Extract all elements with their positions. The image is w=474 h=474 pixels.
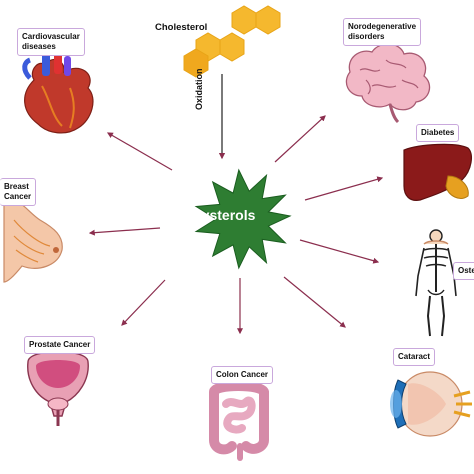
brain-icon (345, 43, 431, 124)
bladder-icon (27, 350, 89, 426)
breast-line1: Breast (4, 182, 29, 191)
cardiovascular-line2: diseases (22, 42, 56, 51)
colon-text: Colon Cancer (216, 370, 269, 379)
heart-icon (22, 46, 94, 134)
prostate-text: Prostate Cancer (29, 340, 91, 349)
label-colon: Colon Cancer (211, 366, 274, 384)
arrow-neuro (274, 115, 326, 163)
arrow-prostate (121, 279, 166, 326)
osteo-text: Oste (458, 266, 474, 275)
arrow-breast (88, 227, 161, 236)
liver-icon (403, 143, 472, 201)
eye-icon (390, 371, 472, 437)
intestine-icon (209, 381, 269, 461)
label-breast: Breast Cancer (0, 178, 37, 206)
label-neuro: Norodegenerative disorders (343, 18, 422, 46)
oxysterols-starburst (194, 168, 292, 270)
label-osteo: Oste (453, 262, 474, 280)
breast-line2: Cancer (4, 192, 32, 201)
label-cataract: Cataract (393, 348, 436, 366)
arrow-diabetes (304, 176, 384, 201)
label-cardiovascular: Cardiovascular diseases (17, 28, 85, 56)
cardiovascular-line1: Cardiovascular (22, 32, 80, 41)
label-prostate: Prostate Cancer (24, 336, 96, 354)
oxidation-label: Oxidation (194, 68, 204, 110)
cataract-text: Cataract (398, 352, 431, 361)
skeleton-icon (415, 229, 457, 337)
cholesterol-hexagons-icon (183, 5, 281, 78)
label-diabetes: Diabetes (416, 124, 460, 142)
arrow-osteo (299, 239, 380, 264)
arrow-cardiovascular (106, 132, 173, 171)
oxysterols-label: Oxysterols (183, 207, 256, 223)
neuro-line2: disorders (348, 32, 385, 41)
arrow-cataract (283, 276, 346, 328)
breast-icon (3, 199, 63, 283)
cholesterol-label: Cholesterol (155, 22, 208, 33)
diabetes-text: Diabetes (421, 128, 455, 137)
neuro-line1: Norodegenerative (348, 22, 417, 31)
